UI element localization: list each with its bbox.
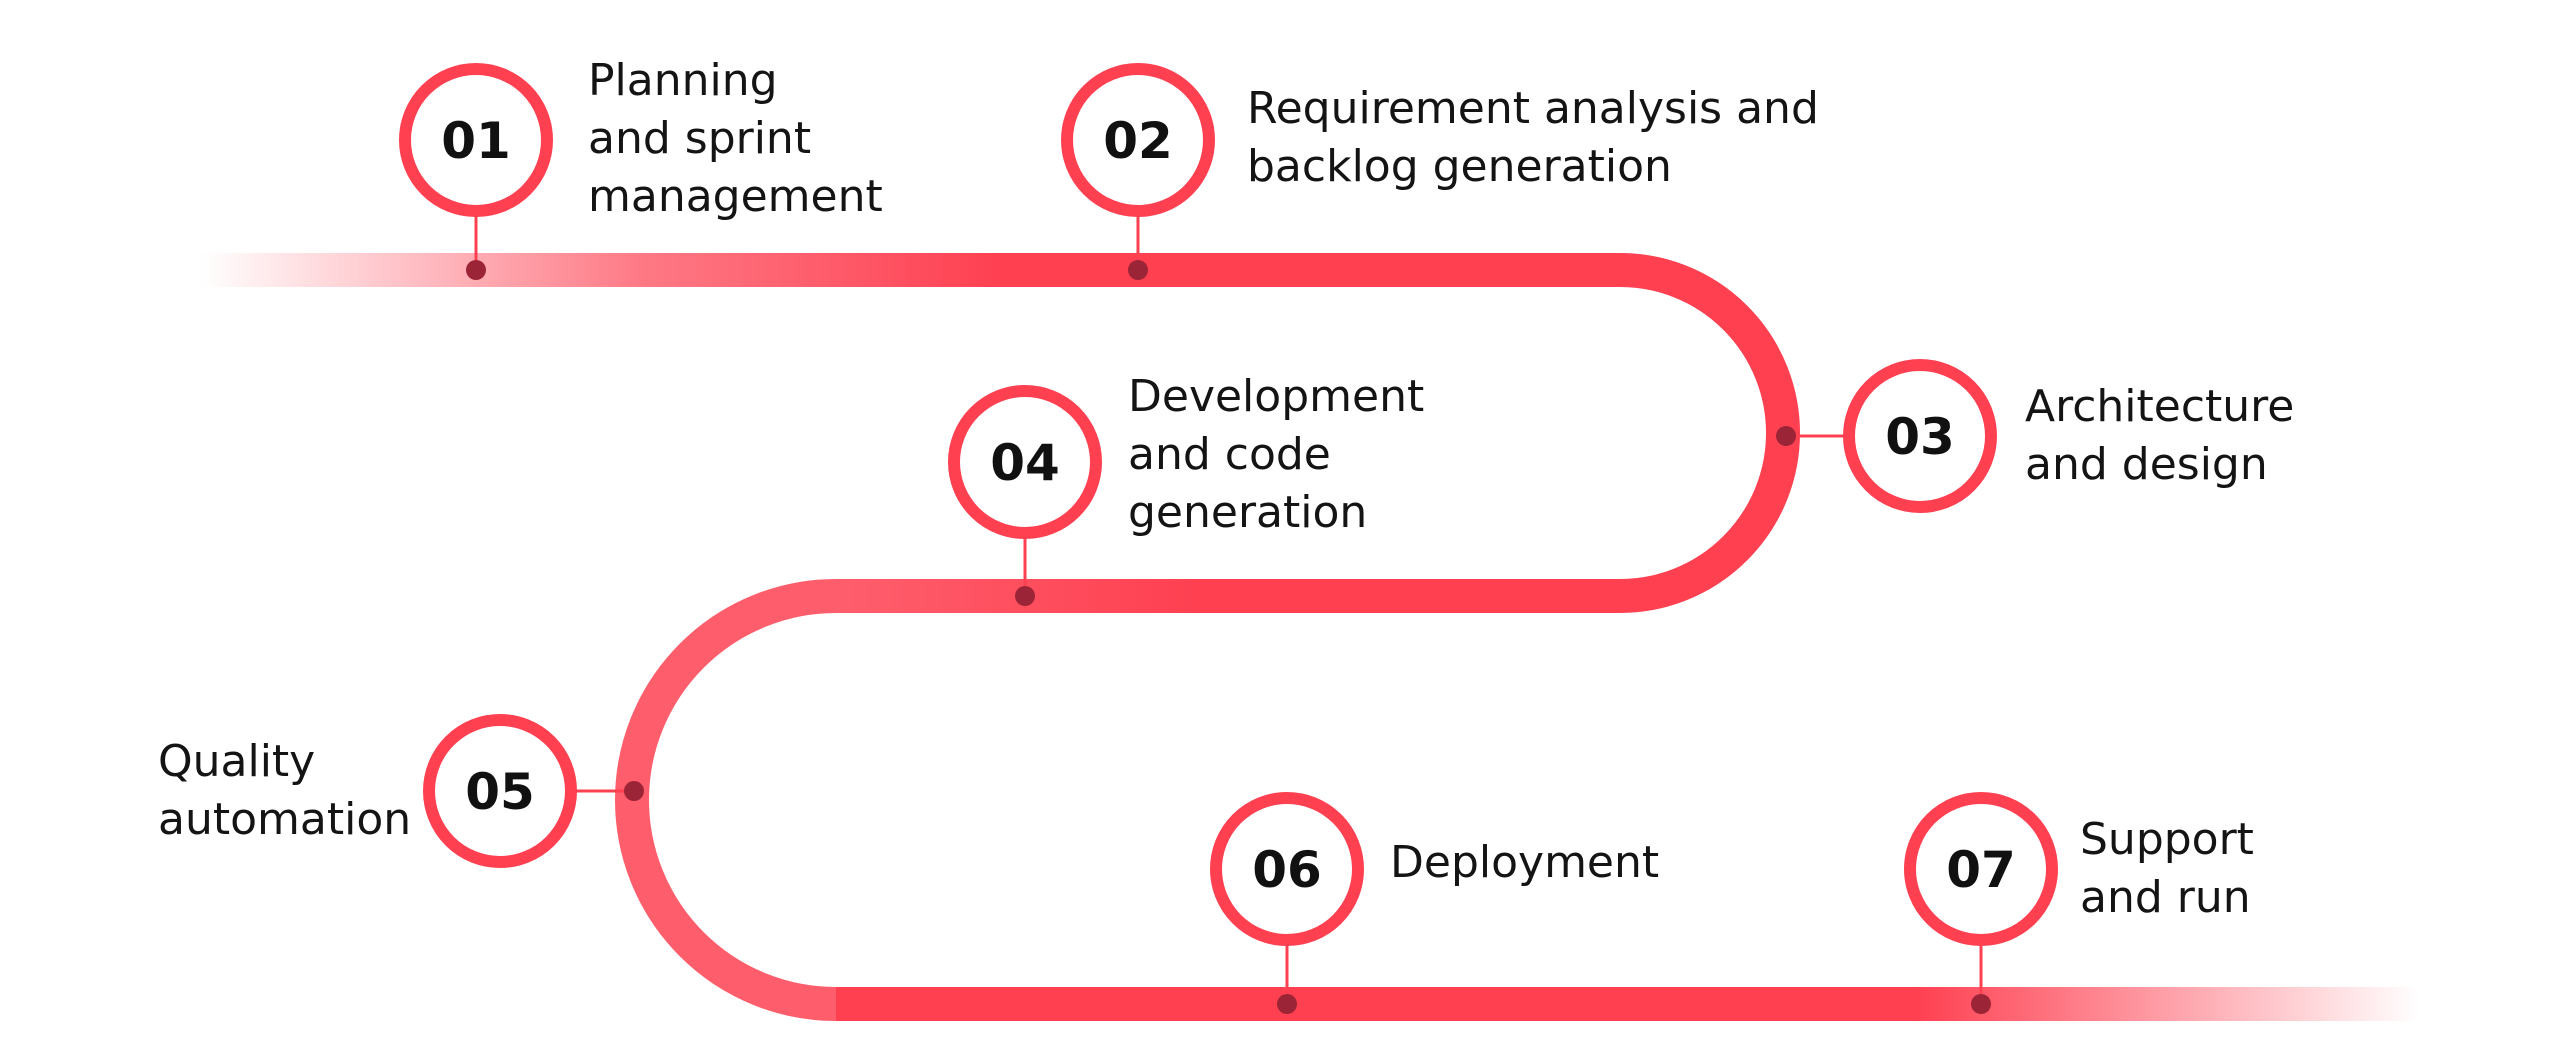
step-label-line: Quality	[158, 736, 316, 787]
step-06: 06	[1210, 792, 1364, 1014]
step-anchor-dot	[1015, 586, 1035, 606]
step-circle	[1904, 792, 2058, 946]
step-circle	[1210, 792, 1364, 946]
step-number: 07	[1946, 841, 2016, 899]
step-label-04: Development and code generation	[1128, 368, 1424, 542]
step-label-02: Requirement analysis and backlog generati…	[1247, 80, 1819, 196]
step-01: 01	[399, 63, 553, 280]
step-07: 07	[1904, 792, 2058, 1014]
step-label-06: Deployment	[1390, 834, 1659, 892]
step-anchor-dot	[1776, 426, 1796, 446]
step-05: 05	[423, 714, 644, 868]
step-label-line: Deployment	[1390, 837, 1660, 888]
step-label-line: Support	[2080, 814, 2254, 865]
step-label-line: Planning	[588, 55, 778, 106]
step-label-line: Requirement analysis and	[1247, 83, 1819, 134]
step-label-line: automation	[158, 794, 412, 845]
step-number: 03	[1885, 408, 1955, 466]
step-anchor-dot	[1971, 994, 1991, 1014]
steps-layer: 01 02 03 04 05 06 07	[399, 63, 2058, 1014]
step-label-line: and code	[1128, 429, 1331, 480]
step-label-line: Architecture	[2025, 381, 2295, 432]
step-number: 06	[1252, 841, 1322, 899]
step-label-line: backlog generation	[1247, 141, 1672, 192]
step-number: 04	[990, 434, 1060, 492]
step-anchor-dot	[466, 260, 486, 280]
step-circle	[1843, 359, 1997, 513]
step-number: 01	[441, 112, 511, 170]
step-02: 02	[1061, 63, 1215, 280]
step-anchor-dot	[1128, 260, 1148, 280]
step-label-01: Planning and sprint management	[588, 52, 883, 226]
step-number: 05	[465, 763, 535, 821]
path-curve-right	[1619, 253, 1800, 613]
step-anchor-dot	[1277, 994, 1297, 1014]
step-label-line: Development	[1128, 371, 1425, 422]
step-circle	[399, 63, 553, 217]
step-circle	[423, 714, 577, 868]
step-label-07: Support and run	[2080, 811, 2254, 927]
step-label-line: and design	[2025, 439, 2268, 490]
step-number: 02	[1103, 112, 1173, 170]
step-04: 04	[948, 385, 1102, 606]
step-label-03: Architecture and design	[2025, 378, 2294, 494]
step-circle	[1061, 63, 1215, 217]
step-03: 03	[1776, 359, 1997, 513]
step-anchor-dot	[624, 781, 644, 801]
step-label-line: and run	[2080, 872, 2251, 923]
step-label-line: and sprint	[588, 113, 812, 164]
step-label-05: Quality automation	[158, 733, 411, 849]
path-curve-left	[615, 579, 837, 1021]
step-label-line: management	[588, 171, 883, 222]
process-path	[200, 253, 2430, 1021]
step-circle	[948, 385, 1102, 539]
step-label-line: generation	[1128, 487, 1368, 538]
